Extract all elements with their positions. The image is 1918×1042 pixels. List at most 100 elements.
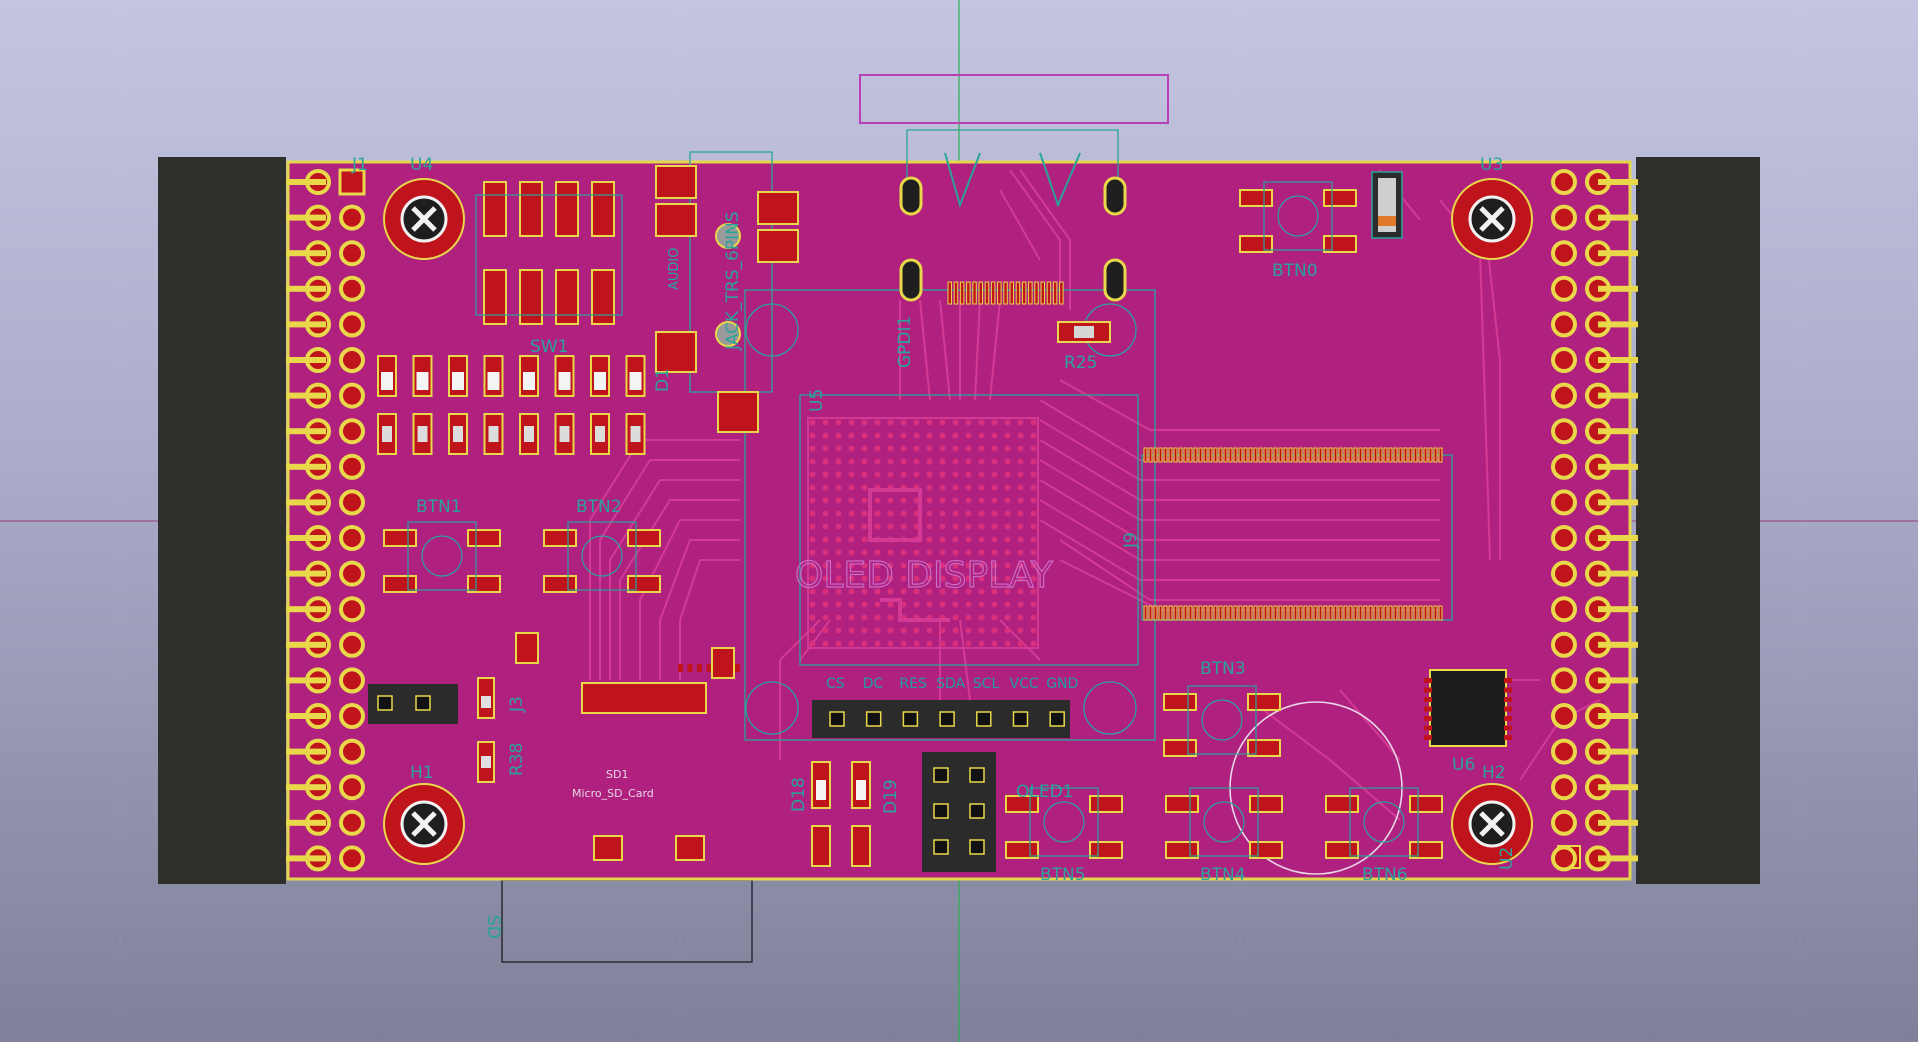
fpga-bga[interactable] [807, 417, 1039, 649]
fpc-pin [1263, 605, 1268, 621]
gold-finger [1598, 855, 1638, 862]
fpc-pin [1378, 605, 1383, 621]
fpc-pin [1273, 605, 1278, 621]
mount-hole-cross [1479, 206, 1505, 232]
fpc-pin [1163, 447, 1168, 463]
label-btn1: BTN1 [416, 497, 462, 517]
led-lens [594, 372, 606, 390]
j9-fpc-connector[interactable] [1143, 447, 1443, 621]
fpc-pin [1358, 447, 1363, 463]
push-button[interactable] [1239, 181, 1357, 253]
fpc-pin [1278, 447, 1283, 463]
push-button[interactable] [1163, 685, 1281, 757]
oled-pin-label: SDA [936, 676, 965, 692]
push-button[interactable] [543, 521, 661, 593]
label-btn4: BTN4 [1200, 865, 1246, 885]
gold-finger [286, 250, 326, 257]
fpc-pin [1333, 447, 1338, 463]
hdmi-pin [1034, 281, 1039, 305]
label-u4: U4 [410, 155, 433, 175]
fpc-pin [1328, 605, 1333, 621]
fpc-pin [1238, 605, 1243, 621]
edge-pin [1551, 631, 1577, 658]
fpc-pin [1438, 605, 1443, 621]
edge-pin [339, 240, 365, 267]
header-pin [969, 767, 985, 783]
fpc-pin [1248, 605, 1253, 621]
left-side-connector [158, 157, 286, 884]
fpc-pin [1338, 605, 1343, 621]
label-j1: J1 [351, 155, 368, 175]
fpc-pin [1358, 605, 1363, 621]
fpc-pin [1348, 605, 1353, 621]
led-array[interactable] [377, 355, 646, 455]
label-u3: U3 [1480, 155, 1503, 175]
fpc-pin [1253, 447, 1258, 463]
label-gpdi1: GPDI1 [895, 316, 915, 368]
edge-pin [339, 845, 365, 872]
edge-pin [1551, 275, 1577, 302]
push-button[interactable] [383, 521, 501, 593]
u6-qfn-chip[interactable] [678, 664, 1512, 747]
fpc-pin [1398, 605, 1403, 621]
edge-pin [1551, 489, 1577, 516]
fpc-pin [1173, 447, 1178, 463]
button-pad [383, 529, 417, 547]
edge-pin [339, 453, 365, 480]
fpc-pin [1303, 605, 1308, 621]
qfn-pin [1504, 687, 1512, 693]
edge-pin [339, 347, 365, 373]
gpdi-hdmi-connector[interactable] [899, 152, 1127, 305]
fpc-pin [1423, 447, 1428, 463]
fpc-pin [1258, 605, 1263, 621]
fpc-pin [1323, 447, 1328, 463]
j2-connector[interactable] [368, 684, 458, 724]
header-2x3[interactable] [922, 752, 996, 872]
hdmi-pin [953, 281, 959, 305]
qfn-pin [1504, 706, 1512, 712]
fpc-pin [1353, 605, 1358, 621]
button-body [1187, 685, 1257, 755]
fpc-pin [1233, 447, 1238, 463]
audio-jack[interactable] [655, 165, 799, 433]
edge-pin [1551, 596, 1577, 623]
qfn-pin [735, 664, 740, 672]
led-lens [487, 372, 500, 390]
mount-hole-cross [1479, 811, 1505, 837]
oled-pin-header[interactable] [812, 700, 1070, 738]
gold-finger [1598, 250, 1638, 257]
hdmi-keepout-outline [859, 74, 1169, 124]
hdmi-pin [1009, 281, 1014, 305]
fpc-pin [1283, 447, 1288, 463]
push-button[interactable] [1325, 787, 1443, 859]
label-h2: H2 [1482, 763, 1506, 783]
fpc-pin [1413, 447, 1418, 463]
qfn-pin [1424, 716, 1432, 721]
button-pad [627, 529, 661, 547]
button-pad [543, 529, 577, 547]
micro-sd-card[interactable] [515, 632, 735, 861]
button-pad [1409, 795, 1443, 813]
pcb-board[interactable] [286, 129, 1632, 881]
fpc-pin [1423, 605, 1428, 621]
push-buttons[interactable] [383, 181, 1443, 859]
push-button[interactable] [1005, 787, 1123, 859]
oled-pin-label: CS [826, 676, 845, 692]
resistor-body [453, 426, 463, 442]
gold-finger [1598, 677, 1638, 684]
edge-pin [339, 311, 365, 338]
qfn-pin [1504, 697, 1512, 702]
gold-finger [1598, 463, 1638, 470]
hdmi-pin [1059, 281, 1064, 305]
button-body [407, 521, 477, 591]
button-actuator [1043, 801, 1085, 843]
fpc-pin [1378, 447, 1383, 463]
hdmi-pin [1015, 281, 1021, 305]
gold-finger [1598, 535, 1638, 541]
oled-pin-label: VCC [1010, 676, 1039, 692]
push-button[interactable] [1165, 787, 1283, 859]
fpc-pin [1363, 447, 1368, 463]
edge-pin [339, 809, 365, 836]
resistor-body [488, 426, 499, 442]
